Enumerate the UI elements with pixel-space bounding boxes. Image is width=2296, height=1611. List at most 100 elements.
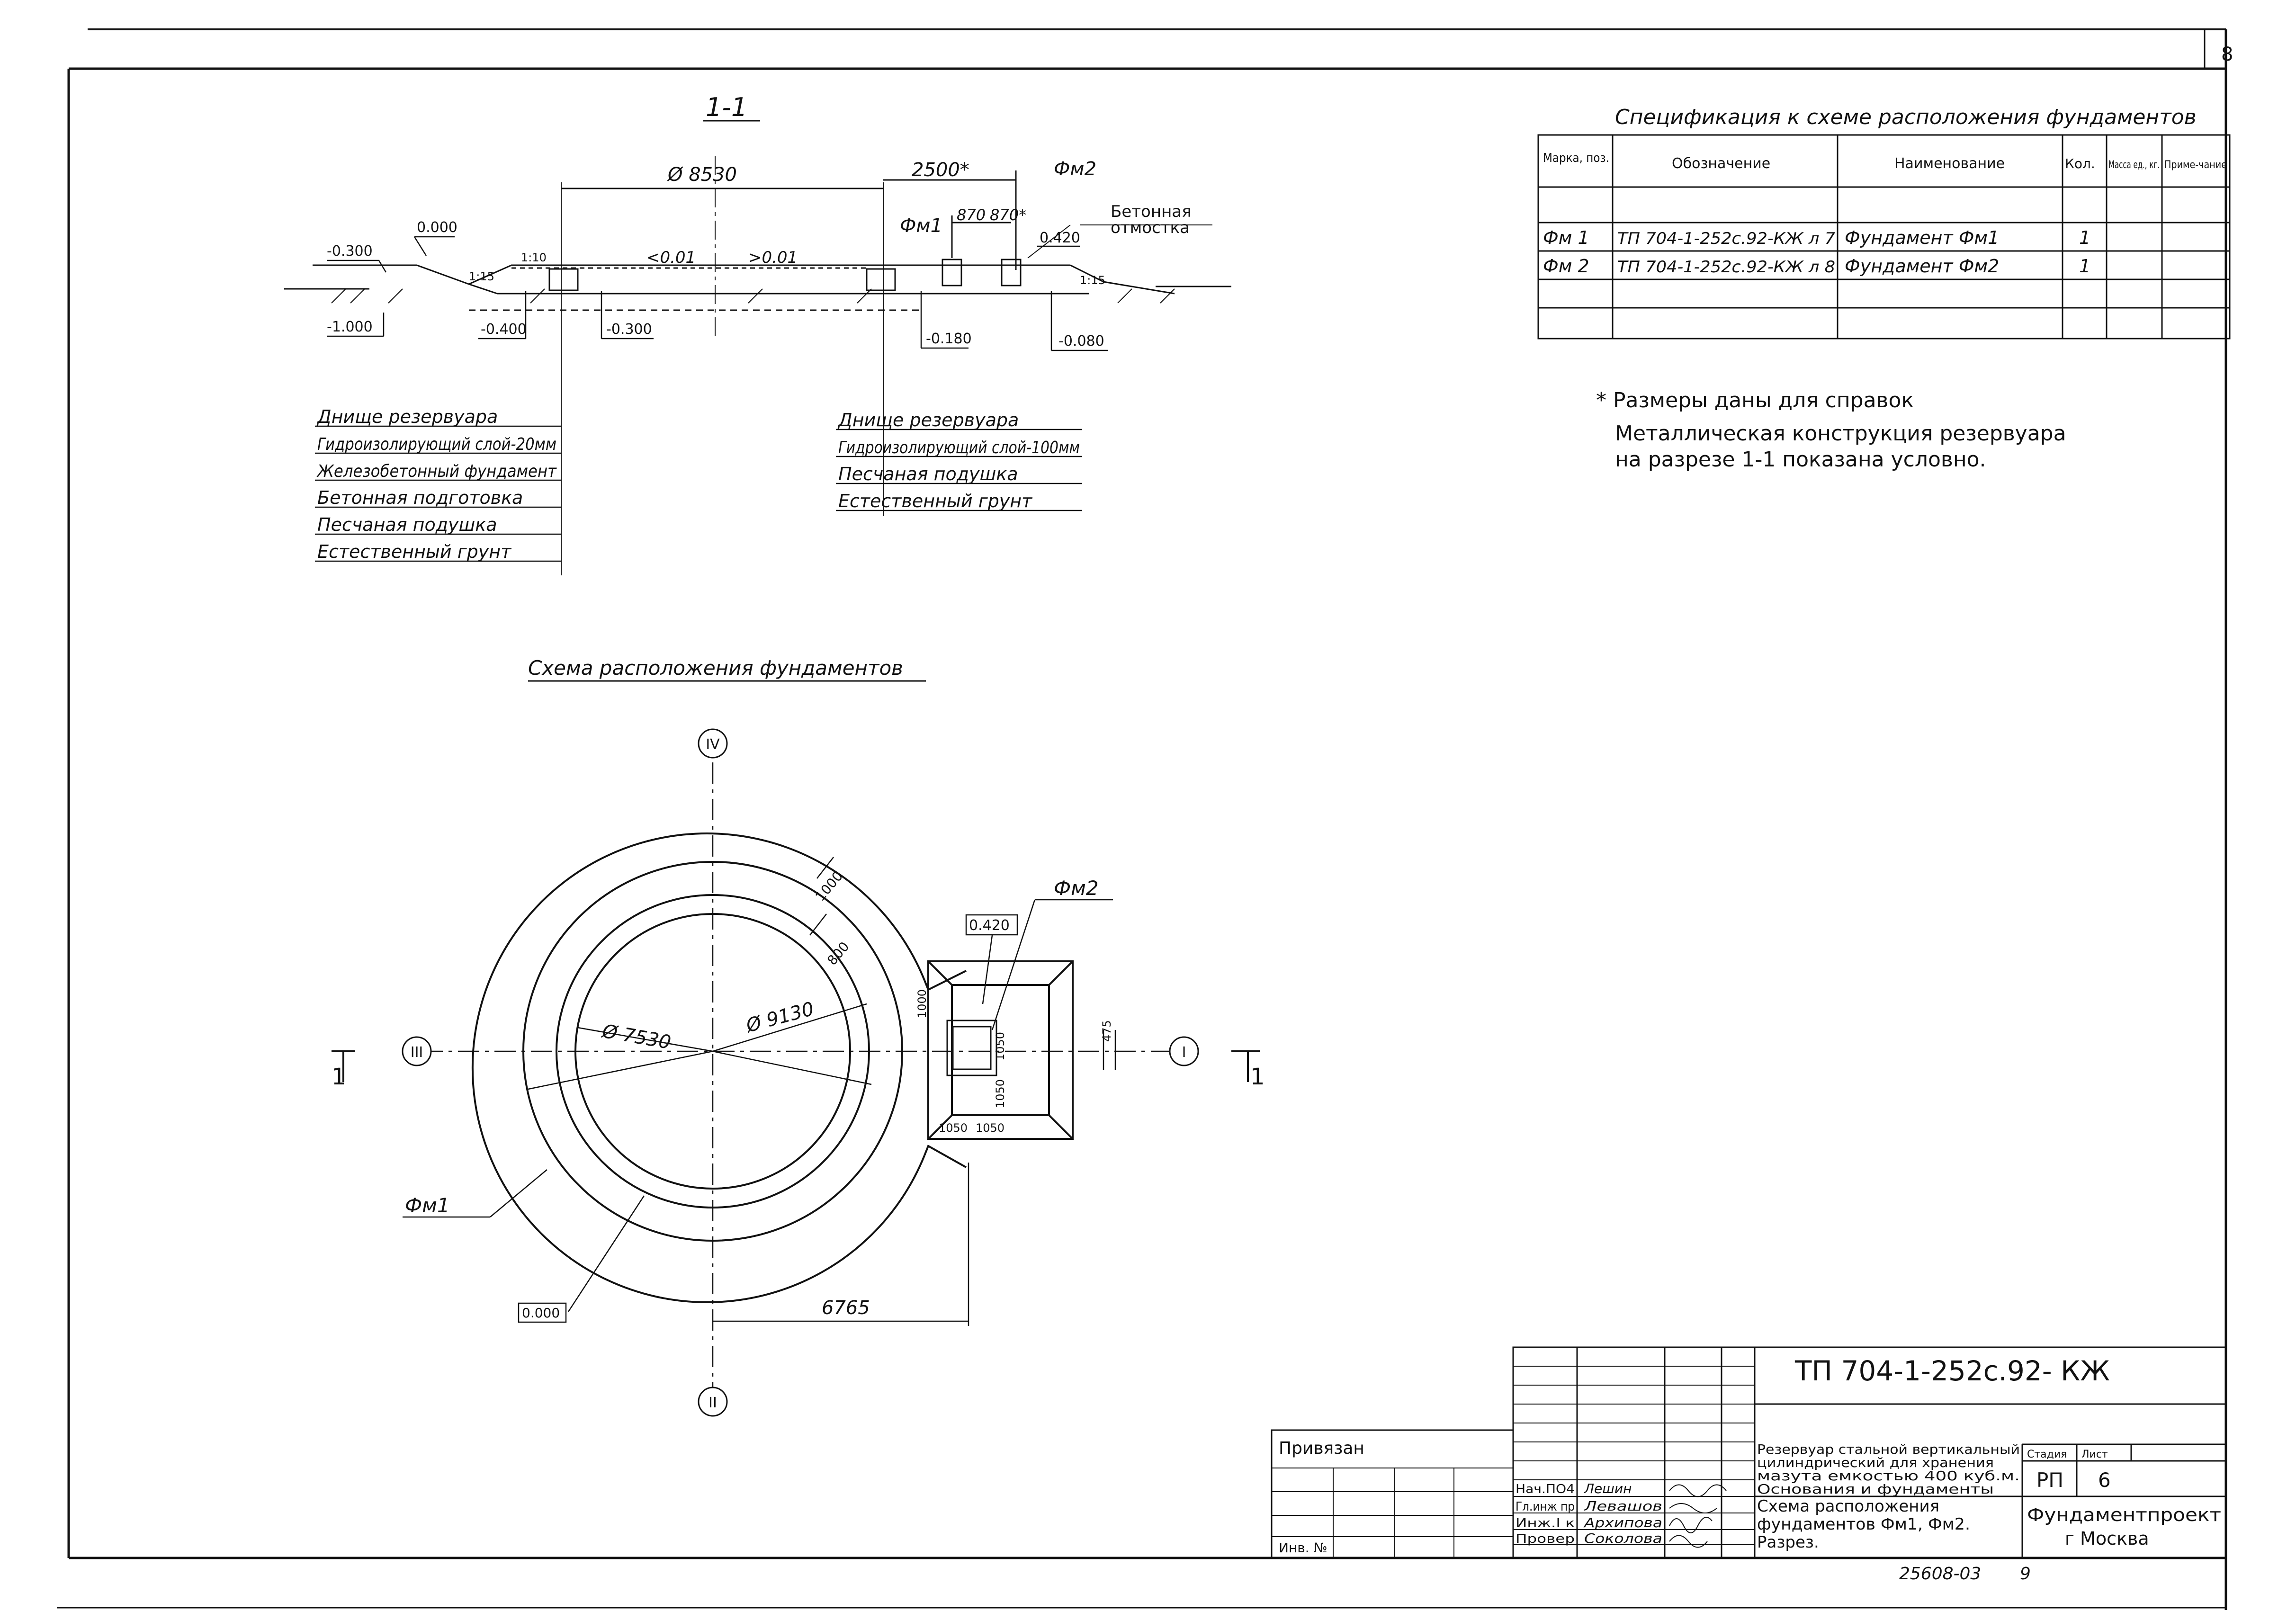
spec-row1-qty: 1: [2079, 227, 2090, 248]
axis-bubble-I: I: [1182, 1044, 1186, 1061]
role-3: Инж.I к: [1516, 1516, 1575, 1530]
slope-1-10: 1:10: [521, 251, 547, 264]
name-2: Левашов: [1584, 1498, 1662, 1514]
left-layer-4: Бетонная подготовка: [317, 487, 523, 508]
section-1-1: 1-1: [284, 92, 1231, 575]
sheet-value: 6: [2098, 1468, 2111, 1492]
spec-header-mark: Марка, поз.: [1543, 151, 1609, 165]
slope-right: >0.01: [748, 248, 798, 267]
spec-title: Спецификация к схеме расположения фундам…: [1615, 105, 2197, 129]
spec-row1-mark: Фм 1: [1543, 227, 1589, 248]
right-layer-2: Гидроизолирующий слой-100мм: [838, 438, 1080, 457]
plan-dim-6765: 6765: [822, 1297, 870, 1319]
sheet-number: 8: [2221, 44, 2233, 65]
title-block: ТП 704-1-252с.92- КЖ Резервуар стальной …: [1271, 1346, 2227, 1584]
left-layer-6: Естественный грунт: [317, 541, 512, 562]
spec-header-name: Наименование: [1894, 155, 2005, 172]
level-markers: [327, 236, 1108, 351]
axis-bubble-III: III: [411, 1044, 423, 1061]
sheet-label: Лист: [2081, 1449, 2108, 1460]
level-0-000: 0.000: [417, 219, 457, 236]
name-3: Архипова: [1583, 1515, 1662, 1530]
title-block-sheet-title-1: Схема расположения: [1757, 1497, 1939, 1516]
spec-row2-qty: 1: [2079, 256, 2090, 277]
left-layer-5: Песчаная подушка: [317, 514, 497, 535]
pad-dim-475: 475: [1100, 1020, 1113, 1042]
level-minus-0-080: -0.080: [1058, 333, 1104, 349]
dim-2500: 2500*: [912, 159, 969, 181]
level-minus-0-300-left: -0.300: [327, 243, 373, 260]
spec-row1-designation: ТП 704-1-252с.92-КЖ л 7: [1617, 229, 1835, 248]
level-minus-0-300: -0.300: [606, 321, 652, 338]
title-block-sheet-title-2: фундаментов Фм1, Фм2.: [1757, 1515, 1970, 1534]
spec-header-qty: Кол.: [2065, 156, 2095, 171]
spec-header-mass: Масса ед., кг.: [2108, 159, 2160, 171]
pad-dim-1050-a: 1050: [994, 1032, 1007, 1061]
spec-row2-designation: ТП 704-1-252с.92-КЖ л 8: [1617, 258, 1835, 277]
section-label-fm2: Фм2: [1054, 158, 1096, 180]
level-minus-1-000: -1.000: [327, 319, 373, 335]
axis-bubble-IV: IV: [706, 736, 720, 753]
title-block-desc-2: цилиндрический для хранения: [1757, 1455, 1994, 1470]
left-layer-3: Железобетонный фундамент: [316, 462, 557, 481]
title-block-sheet-title-3: Разрез.: [1757, 1533, 1819, 1552]
pad-dim-1050-b: 1050: [994, 1079, 1007, 1108]
note-2: Металлическая конструкция резервуара: [1615, 421, 2066, 446]
role-4: Провер: [1516, 1532, 1575, 1546]
right-layer-callouts: [836, 429, 1082, 511]
plan-title: Схема расположения фундаментов: [528, 656, 903, 680]
note-1: * Размеры даны для справок: [1596, 388, 1914, 412]
name-4: Соколова: [1584, 1530, 1662, 1546]
level-minus-0-400: -0.400: [481, 321, 527, 338]
archive-suffix: 9: [2020, 1564, 2031, 1584]
plan-dim-1000: 1000: [812, 868, 846, 904]
slope-1-15-b: 1:15: [1080, 274, 1105, 287]
slope-left: <0.01: [646, 248, 696, 267]
dim-diameter-8530: Ø 8530: [667, 164, 737, 186]
stage-label: Стадия: [2027, 1449, 2067, 1460]
title-block-desc-4: Основания и фундаменты: [1757, 1481, 1994, 1497]
privyazan-label: Привязан: [1279, 1439, 1364, 1458]
foundation-plan: Схема расположения фундаментов: [332, 656, 1265, 1417]
left-layer-callouts: [315, 425, 561, 562]
spec-row2-name: Фундамент Фм2: [1845, 256, 1999, 277]
spec-row1-name: Фундамент Фм1: [1845, 227, 1999, 248]
left-layer-1: Днище резервуара: [316, 406, 498, 427]
cut-mark-left: 1: [332, 1064, 346, 1090]
level-minus-0-180: -0.180: [926, 331, 972, 347]
pad-dim-1050-d: 1050: [976, 1121, 1004, 1135]
title-block-desc-3: мазута емкостью 400 куб.м.: [1757, 1468, 2020, 1484]
axis-bubble-II: II: [709, 1395, 717, 1411]
plan-level-0-420: 0.420: [969, 917, 1010, 934]
plan-dim-800: 800: [824, 939, 852, 968]
title-block-code: ТП 704-1-252с.92- КЖ: [1794, 1355, 2110, 1387]
spec-row2-mark: Фм 2: [1543, 256, 1589, 277]
spec-header-note: Приме-чание: [2164, 159, 2227, 171]
section-title: 1-1: [706, 92, 747, 122]
right-layer-3: Песчаная подушка: [838, 464, 1018, 484]
archive-number: 25608-03: [1899, 1564, 1981, 1584]
stage-value: РП: [2036, 1468, 2063, 1492]
plan-label-fm2: Фм2: [1054, 877, 1099, 900]
pad-dim-1000: 1000: [915, 989, 929, 1018]
left-layer-2: Гидроизолирующий слой-20мм: [317, 435, 556, 454]
note-3: на разрезе 1-1 показана условно.: [1615, 448, 1986, 472]
cut-mark-right: 1: [1250, 1064, 1265, 1090]
notes: * Размеры даны для справок Металлическая…: [1596, 388, 2066, 472]
name-1: Лешин: [1584, 1481, 1632, 1496]
inv-label: Инв. №: [1279, 1540, 1327, 1556]
concrete-label-2: отмостка: [1111, 218, 1190, 237]
title-block-desc-1: Резервуар стальной вертикальный: [1757, 1441, 2020, 1457]
level-0-420: 0.420: [1040, 230, 1080, 246]
section-label-fm1: Фм1: [900, 215, 942, 237]
role-1: Нач.ПО4: [1516, 1482, 1575, 1496]
specification-table: Спецификация к схеме расположения фундам…: [1537, 105, 2231, 340]
right-layer-4: Естественный грунт: [838, 491, 1033, 511]
slope-1-15-a: 1:15: [469, 270, 494, 283]
spec-header-designation: Обозначение: [1672, 155, 1770, 172]
right-layer-1: Днище резервуара: [837, 410, 1019, 430]
pad-dim-1050-c: 1050: [939, 1121, 968, 1135]
role-2: Гл.инж пр: [1516, 1500, 1575, 1514]
dim-870-a: 870: [957, 206, 986, 224]
